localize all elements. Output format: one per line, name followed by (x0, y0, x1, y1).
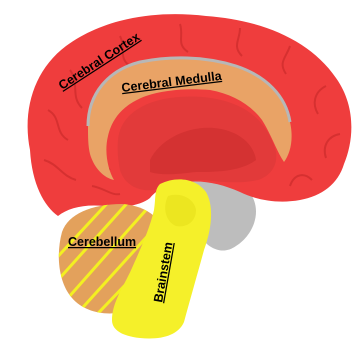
label-cerebellum: Cerebellum (68, 235, 136, 249)
